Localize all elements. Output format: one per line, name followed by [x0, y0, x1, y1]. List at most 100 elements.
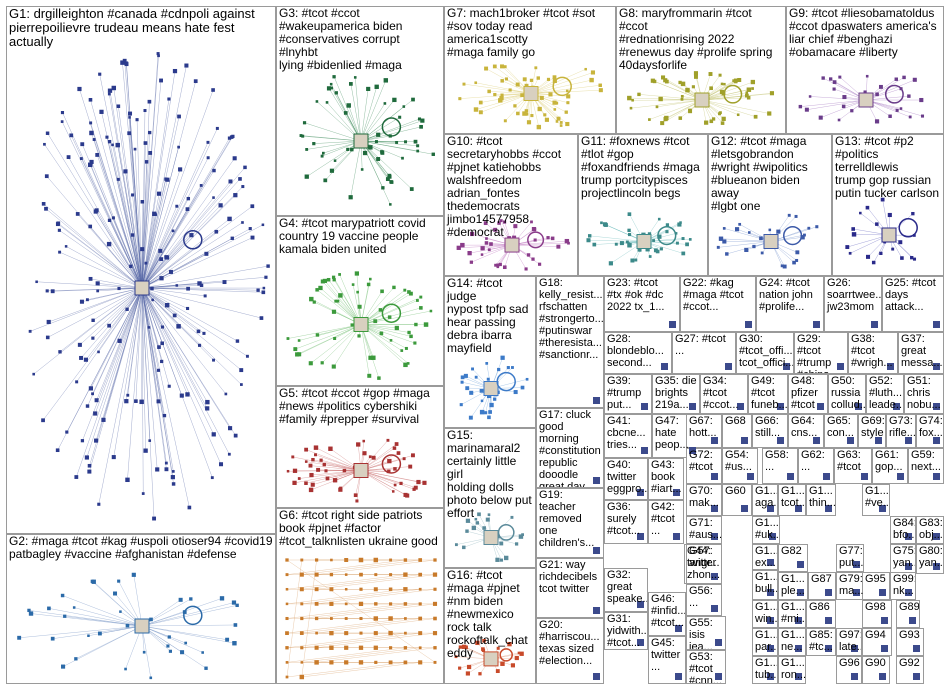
node [350, 147, 354, 152]
node [795, 250, 800, 255]
group-network-g31 [637, 639, 644, 646]
node [125, 307, 129, 311]
group-network-g56 [711, 605, 718, 612]
group-network-g96 [851, 673, 858, 680]
node [678, 116, 683, 120]
node [386, 438, 390, 442]
node [120, 60, 125, 65]
group-network-g41 [641, 447, 648, 454]
node [673, 489, 680, 496]
group-panel-g1d: G1... win... [752, 600, 778, 628]
node [478, 672, 482, 676]
self-loop [183, 605, 203, 626]
edge [141, 158, 235, 289]
node [44, 206, 48, 211]
node [43, 142, 46, 146]
node [177, 145, 180, 149]
node [97, 502, 101, 506]
edge [141, 625, 235, 644]
node [912, 257, 917, 261]
node [148, 439, 152, 442]
node [222, 280, 227, 285]
node [418, 587, 422, 591]
node [522, 111, 527, 116]
group-network-g16 [454, 638, 524, 676]
group-panel-g61: G61: gop... [872, 448, 908, 484]
group-label-g74: G74: fox... [919, 415, 943, 439]
node [107, 323, 112, 328]
group-panel-g82: G82 [778, 544, 808, 572]
node [404, 631, 407, 635]
group-label-g62: G62: ... [801, 449, 825, 473]
node [264, 275, 268, 279]
node [403, 572, 408, 577]
node [593, 397, 600, 404]
node [186, 306, 190, 311]
node [530, 220, 533, 224]
edge [311, 470, 362, 476]
edge [141, 287, 188, 309]
node [367, 373, 372, 378]
group-network-g67 [711, 437, 718, 444]
node [479, 388, 484, 393]
group-panel-g56: G56: ... [686, 584, 722, 616]
edge [350, 140, 362, 198]
node [865, 254, 871, 259]
node [733, 78, 738, 83]
node [186, 196, 191, 201]
node [711, 117, 716, 121]
edge [820, 99, 867, 118]
node [933, 437, 940, 444]
group-panel-g96: G96 [836, 656, 862, 684]
node [235, 603, 239, 608]
node [837, 118, 841, 122]
edge [806, 99, 867, 110]
edge [360, 80, 387, 142]
edge [316, 647, 436, 663]
node [719, 111, 722, 115]
node [510, 663, 515, 668]
group-panel-g1l: G1... ne... [778, 628, 806, 656]
group-panel-g63: G63: #tcot [834, 448, 872, 484]
node [154, 213, 158, 216]
group-network-g82 [797, 561, 804, 568]
self-loop [657, 226, 677, 246]
edge [360, 126, 422, 142]
group-network-g37 [933, 363, 940, 370]
edge [141, 287, 199, 332]
node [261, 223, 265, 227]
node [648, 118, 651, 121]
node [543, 113, 547, 117]
group-panel-g89: G89 [896, 600, 920, 628]
group-network-g13 [845, 197, 918, 265]
node [128, 116, 131, 119]
self-loop [497, 524, 515, 541]
group-panel-g11: G11: #foxnews #tcot #tlot #gop #foxandfr… [578, 134, 708, 276]
node [665, 223, 670, 227]
node [259, 316, 264, 320]
edge [360, 324, 409, 364]
node [315, 100, 319, 103]
edge [316, 603, 436, 619]
group-label-g37: G37: great messa... [901, 333, 943, 369]
group-label-g87: G87 [811, 573, 832, 585]
edge [87, 287, 143, 407]
edge [314, 301, 362, 325]
group-panel-g35: G35: die brights 219a... [652, 374, 700, 414]
edge [92, 287, 143, 339]
node [403, 558, 408, 562]
group-panel-g46: G46: #infid... #tcot... [648, 592, 686, 636]
node [619, 241, 624, 246]
edge [718, 241, 772, 248]
node [792, 260, 796, 265]
edge [61, 121, 143, 289]
group-label-g92: G92 [899, 657, 920, 669]
node [458, 97, 462, 101]
group-network-g50 [855, 403, 862, 410]
group-panel-g90: G90 [862, 656, 890, 684]
group-network-g54 [747, 473, 754, 480]
group-label-g24: G24: #tcot nation john #prolife... [759, 277, 813, 313]
node [256, 288, 260, 292]
group-panel-g92: G92 [896, 656, 924, 684]
node [377, 376, 381, 380]
